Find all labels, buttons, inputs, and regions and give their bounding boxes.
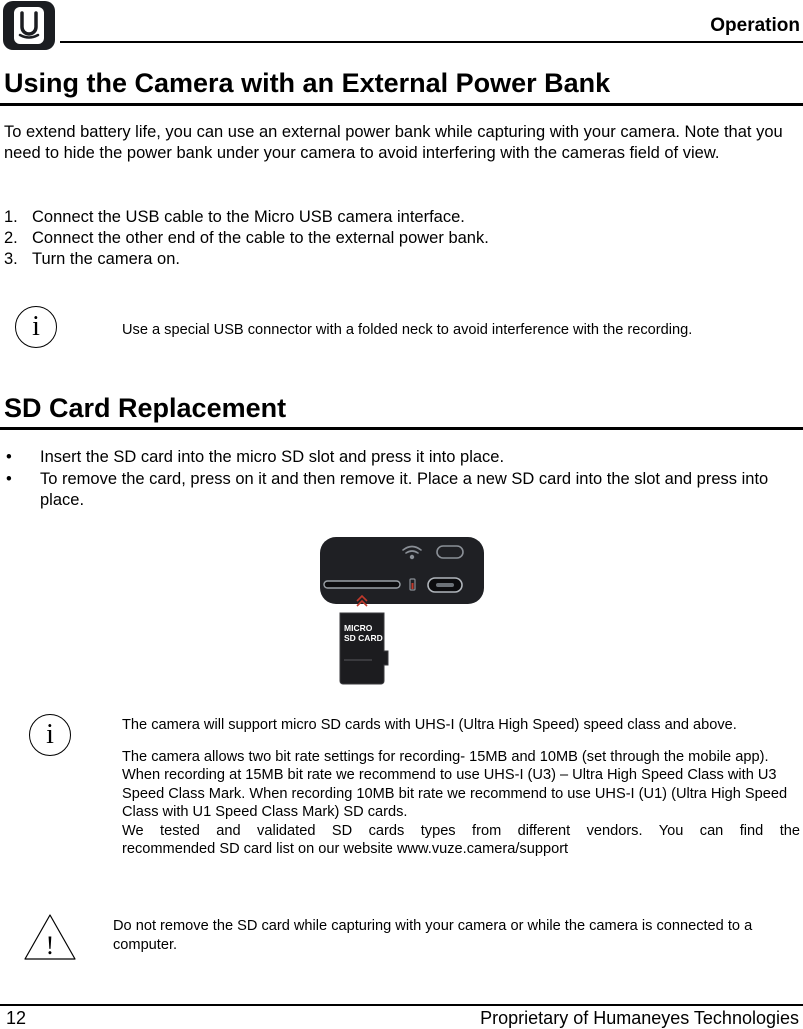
info-paragraph-bitrate: The camera allows two bit rate settings … — [122, 748, 788, 821]
section-title-power-bank: Using the Camera with an External Power … — [4, 68, 611, 98]
sd-card-bullet-list: • Insert the SD card into the micro SD s… — [4, 447, 799, 512]
svg-text:MICRO: MICRO — [344, 623, 373, 633]
footer-owner: Proprietary of Humaneyes Technologies — [480, 1008, 799, 1028]
step-number: 3. — [4, 250, 18, 268]
power-button-icon — [436, 545, 464, 559]
battery-icon — [409, 578, 416, 591]
step-text: Connect the USB cable to the Micro USB c… — [32, 208, 465, 226]
bullet-glyph: • — [6, 448, 12, 466]
step-number: 1. — [4, 208, 18, 226]
page-number: 12 — [6, 1008, 27, 1028]
svg-text:!: ! — [46, 931, 55, 960]
wifi-icon — [402, 545, 422, 560]
insert-arrow-icon — [356, 594, 368, 607]
section-divider — [0, 427, 803, 430]
info-paragraph-vendors-line2: recommended SD card list on our website … — [122, 841, 569, 857]
footer-divider — [0, 1004, 803, 1006]
bullet-text: To remove the card, press on it and then… — [40, 470, 769, 509]
step-text: Connect the other end of the cable to th… — [32, 229, 489, 247]
header-section-title: Operation — [710, 15, 800, 36]
section-title-sd-card: SD Card Replacement — [4, 393, 287, 423]
sd-card-info-note: The camera will support micro SD cards w… — [122, 716, 800, 859]
vuze-logo-icon — [3, 1, 55, 50]
list-item: • To remove the card, press on it and th… — [4, 469, 799, 511]
info-paragraph-vendors-line1: We tested and validated SD cards types f… — [122, 822, 800, 839]
list-item: 1. Connect the USB cable to the Micro US… — [4, 207, 489, 228]
step-text: Turn the camera on. — [32, 250, 180, 268]
section-divider — [0, 103, 803, 106]
info-note-usb-connector: Use a special USB connector with a folde… — [122, 322, 693, 338]
intro-paragraph: To extend battery life, you can use an e… — [4, 123, 783, 162]
header-divider — [60, 41, 803, 43]
micro-sd-card-icon: MICRO SD CARD — [339, 612, 389, 685]
sd-slot — [323, 580, 401, 589]
list-item: • Insert the SD card into the micro SD s… — [4, 447, 799, 468]
step-number: 2. — [4, 229, 18, 247]
bullet-glyph: • — [6, 470, 12, 488]
info-paragraph-uhs: The camera will support micro SD cards w… — [122, 717, 737, 733]
steps-list: 1. Connect the USB cable to the Micro US… — [4, 207, 489, 270]
list-item: 2. Connect the other end of the cable to… — [4, 228, 489, 249]
warning-icon: ! — [23, 913, 77, 961]
sd-card-insertion-illustration: MICRO SD CARD — [320, 537, 484, 692]
bullet-text: Insert the SD card into the micro SD slo… — [40, 448, 505, 466]
svg-text:SD CARD: SD CARD — [344, 633, 383, 643]
info-icon: i — [15, 306, 57, 348]
warning-text: Do not remove the SD card while capturin… — [113, 918, 753, 953]
info-icon: i — [29, 714, 71, 756]
micro-usb-port-icon — [427, 577, 463, 593]
list-item: 3. Turn the camera on. — [4, 249, 489, 270]
